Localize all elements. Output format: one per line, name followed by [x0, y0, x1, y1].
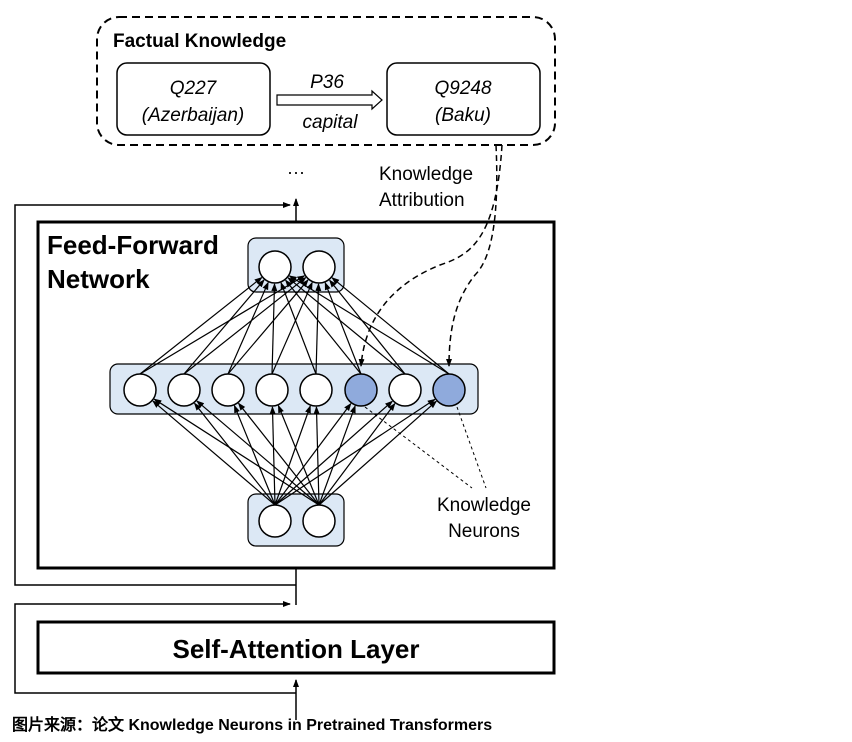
edge-middle-to-top: [227, 281, 269, 375]
relation-id: P36: [310, 72, 344, 93]
knowledge-neurons-label-line2: Neurons: [448, 521, 520, 542]
middle-neuron: [388, 373, 422, 407]
middle-neuron: [123, 373, 157, 407]
edge-middle-to-top: [280, 281, 317, 375]
edge-bottom-to-middle: [318, 405, 356, 506]
edge-bottom-to-middle: [318, 400, 438, 506]
top-neuron: [258, 250, 292, 284]
edge-bottom-to-middle: [277, 404, 320, 506]
edge-bottom-to-middle: [274, 402, 352, 506]
relation-label: capital: [303, 112, 359, 133]
subject-id: Q227: [170, 78, 218, 99]
edge-middle-to-top: [183, 279, 265, 375]
edge-bottom-to-middle: [274, 398, 436, 506]
factual-knowledge-box: Factual Knowledge Q227 (Azerbaijan) Q924…: [96, 16, 556, 146]
edge-bottom-to-middle: [196, 400, 320, 506]
edge-middle-to-top: [271, 281, 313, 375]
edge-bottom-to-middle: [274, 400, 394, 506]
ellipsis: ···: [287, 162, 305, 182]
edge-middle-to-top: [139, 275, 306, 375]
ffn-title-line2: Network: [47, 264, 150, 294]
subject-entity-box: [116, 62, 271, 136]
middle-neuron: [167, 373, 201, 407]
knowledge-neurons-label-line1: Knowledge: [437, 495, 531, 516]
self-attention-box: [36, 620, 556, 675]
edge-bottom-to-middle: [274, 405, 311, 506]
object-entity-box: [386, 62, 541, 136]
edge-bottom-to-middle: [193, 402, 276, 506]
subject-label: (Azerbaijan): [142, 105, 244, 126]
figure-caption: 图片来源：论文 Knowledge Neurons in Pretrained …: [12, 715, 492, 734]
edge-middle-to-top: [329, 279, 406, 375]
attribution-label: Knowledge Attribution: [379, 164, 473, 211]
neurons: [123, 250, 466, 538]
ffn-title-line1: Feed-Forward: [47, 230, 219, 260]
edge-bottom-to-middle: [233, 404, 276, 506]
edge-middle-to-top: [287, 277, 406, 375]
neuron-pointer-lines: [364, 406, 487, 489]
middle-neuron: [255, 373, 289, 407]
knowledge-neurons-label: Knowledge Neurons: [437, 495, 531, 542]
factual-knowledge-title: Factual Knowledge: [113, 31, 286, 52]
edge-middle-to-top: [139, 276, 263, 375]
object-label: (Baku): [435, 105, 491, 126]
edge-middle-to-top: [315, 282, 322, 375]
edge-bottom-to-middle: [237, 402, 320, 506]
network-connections: [139, 275, 450, 506]
edge-bottom-to-middle: [313, 405, 320, 506]
attribution-label-line2: Attribution: [379, 190, 465, 211]
middle-neuron: [211, 373, 245, 407]
edge-middle-to-top: [288, 275, 450, 375]
relation-arrow: [276, 89, 383, 111]
attribution-curves: [358, 144, 503, 367]
knowledge-neuron: [344, 373, 378, 407]
edge-bottom-to-middle: [318, 402, 396, 506]
edge-bottom-to-middle: [152, 400, 276, 506]
edge-middle-to-top: [331, 277, 450, 375]
middle-neuron: [299, 373, 333, 407]
self-attention-label: Self-Attention Layer: [172, 634, 419, 664]
knowledge-neuron: [432, 373, 466, 407]
residual-connections: [14, 202, 296, 694]
attribution-label-line1: Knowledge: [379, 164, 473, 185]
bottom-neuron: [302, 504, 336, 538]
edge-middle-to-top: [227, 279, 309, 375]
edge-middle-to-top: [324, 281, 362, 375]
edge-bottom-to-middle: [269, 405, 276, 506]
edge-middle-to-top: [271, 282, 278, 375]
edge-middle-to-top: [285, 279, 362, 375]
edge-bottom-to-middle: [153, 398, 320, 506]
object-id: Q9248: [434, 78, 491, 99]
top-neuron: [302, 250, 336, 284]
bottom-neuron: [258, 504, 292, 538]
